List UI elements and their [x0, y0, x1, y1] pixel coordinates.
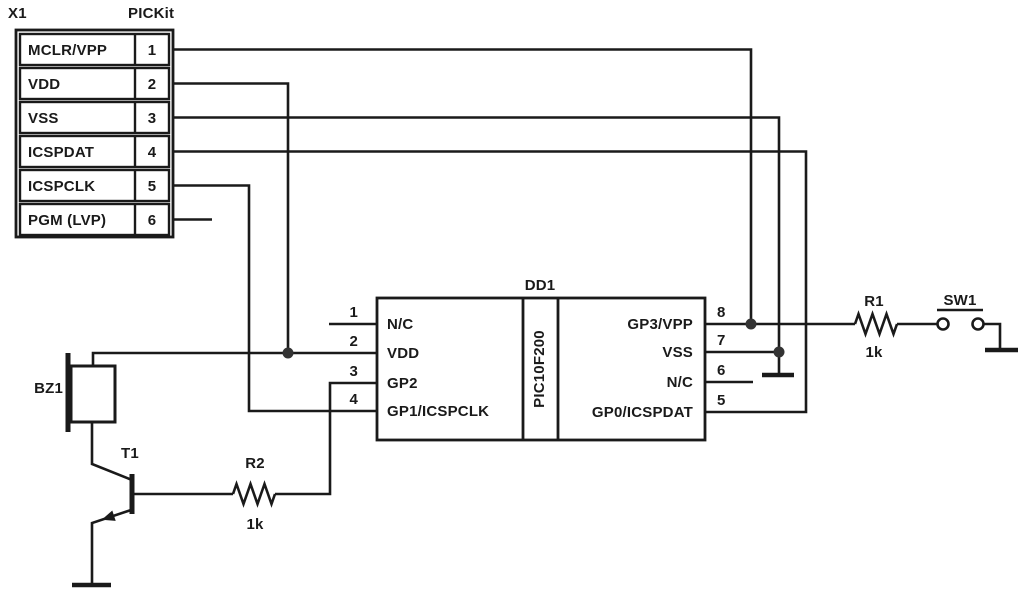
junction-dot [745, 318, 757, 330]
buzzer-refdes: BZ1 [34, 380, 63, 397]
wire-vss-from-connector [173, 116, 781, 373]
ic-pin-number: 6 [717, 362, 726, 379]
buzzer-icon [69, 364, 117, 424]
ic-pin-number: 5 [717, 392, 726, 409]
pin-number: 6 [148, 212, 157, 229]
switch-sw1: SW1 [936, 292, 985, 331]
pin-number: 4 [148, 144, 157, 161]
transistor-t1: T1 [90, 422, 139, 585]
ic-pin-label: VDD [387, 345, 419, 362]
resistor-refdes: R2 [245, 455, 265, 472]
connector-row: VDD 2 [18, 66, 171, 101]
transistor-collector [90, 422, 133, 482]
pin-label: VSS [28, 110, 59, 127]
wire-icspdat [173, 150, 808, 414]
ic-pin-label: GP3/VPP [627, 316, 693, 333]
switch-contact-icon [936, 317, 950, 331]
resistor-value: 1k [246, 516, 264, 533]
ic-pin-label: GP0/ICSPDAT [592, 404, 693, 421]
resistor-value: 1k [865, 344, 883, 361]
ic-pin-number: 8 [717, 304, 726, 321]
pin-label: MCLR/VPP [28, 42, 107, 59]
ic-part-number: PIC10F200 [531, 330, 548, 408]
pin-label: PGM (LVP) [28, 212, 106, 229]
transistor-emitter [90, 508, 132, 585]
ic-pin-number: 3 [349, 363, 358, 380]
pin-label: ICSPCLK [28, 178, 95, 195]
ic-pin-number: 1 [349, 304, 358, 321]
switch-refdes: SW1 [943, 292, 976, 309]
ic-dd1: DD1 PIC10F200 1 2 3 4 N/C VDD GP2 GP1/IC… [349, 277, 726, 442]
resistor-refdes: R1 [864, 293, 884, 310]
wires [91, 48, 1002, 496]
pin-label: VDD [28, 76, 60, 93]
wire-sw1-to-ground [983, 322, 1002, 348]
switch-contact-icon [971, 317, 985, 331]
connector-row: MCLR/VPP 1 [18, 32, 171, 67]
resistor-r2: R2 1k [231, 455, 277, 533]
ic-pin-label: GP1/ICSPCLK [387, 403, 489, 420]
ic-pin-number: 2 [349, 333, 358, 350]
ic-outline [375, 296, 707, 442]
connector-row: PGM (LVP) 6 [18, 202, 171, 237]
connector-row: ICSPCLK 5 [18, 168, 171, 203]
transistor-emitter-arrow-icon [101, 510, 116, 521]
pin-number: 5 [148, 178, 157, 195]
ic-pin-label: N/C [387, 316, 413, 333]
pin-number: 1 [148, 42, 157, 59]
connector-row: ICSPDAT 4 [18, 134, 171, 169]
resistor-icon [853, 310, 899, 338]
wire-icspclk [173, 184, 377, 413]
resistor-r1: R1 1k [853, 293, 899, 361]
connector-refdes: X1 [8, 5, 27, 22]
wire-mclr-vpp [173, 48, 753, 324]
connector-title: PICKit [128, 5, 174, 22]
pin-number: 2 [148, 76, 157, 93]
resistor-icon [231, 480, 277, 508]
ic-pin-label: N/C [667, 374, 693, 391]
transistor-refdes: T1 [121, 445, 139, 462]
connector-x1: X1 PICKit MCLR/VPP 1 VDD 2 VSS 3 ICSPDAT… [8, 5, 175, 239]
wire-vdd-rail [91, 351, 377, 366]
pin-number: 3 [148, 110, 157, 127]
junction-dot [282, 347, 294, 359]
connector-row: VSS 3 [18, 100, 171, 135]
pin-label: ICSPDAT [28, 144, 94, 161]
ic-pin-number: 7 [717, 332, 726, 349]
junction-dot [773, 346, 785, 358]
ic-refdes: DD1 [525, 277, 556, 294]
wire-gp2-to-r2 [275, 381, 377, 496]
ic-pin-label: GP2 [387, 375, 418, 392]
buzzer-bz1: BZ1 [34, 353, 117, 432]
ic-pin-number: 4 [349, 391, 358, 408]
wire-vdd-from-connector [173, 82, 290, 353]
ic-pin-label: VSS [662, 344, 693, 361]
